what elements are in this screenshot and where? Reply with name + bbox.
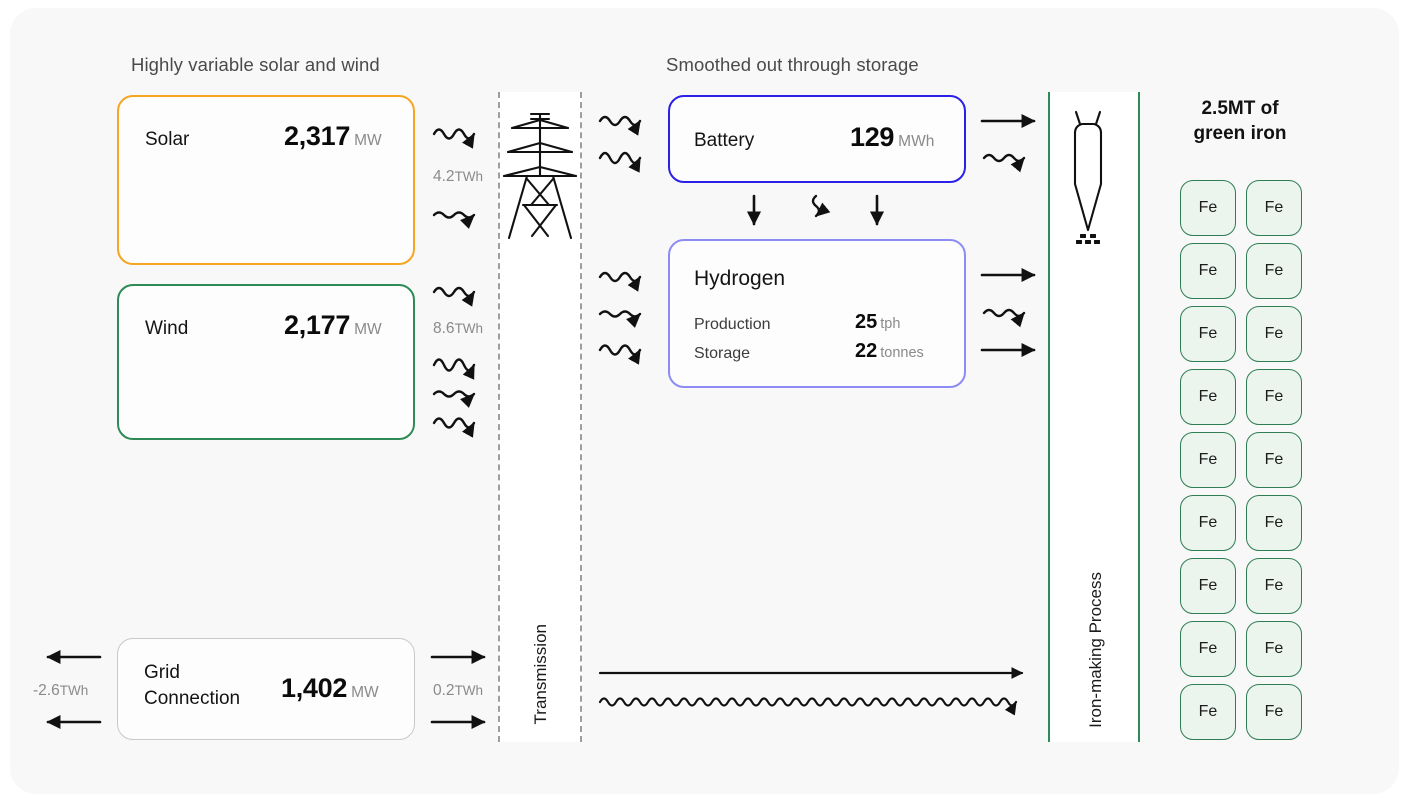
iron-chip: Fe (1180, 180, 1236, 236)
grid-export-value: -2.6 (33, 682, 60, 699)
grid-import-unit: TWh (454, 683, 484, 698)
transmission-column-label: Transmission (531, 623, 550, 724)
heading-smoothed-storage: Smoothed out through storage (666, 54, 919, 75)
iron-chip: Fe (1180, 558, 1236, 614)
solar-label: Solar (145, 129, 190, 150)
iron-chip: Fe (1246, 369, 1302, 425)
hydrogen-production-unit: tph (880, 316, 901, 332)
wind-unit: MW (354, 321, 382, 338)
iron-chip: Fe (1180, 495, 1236, 551)
iron-chip: Fe (1246, 684, 1302, 740)
wind-label: Wind (145, 318, 189, 339)
grid-import-value: 0.2 (433, 682, 455, 699)
solar-flow-label: 4.2TWh (433, 168, 483, 186)
wind-flow-value: 8.6 (433, 320, 455, 337)
hydrogen-storage-value: 22 (855, 340, 878, 362)
battery-label: Battery (694, 130, 755, 151)
solar-flow-value: 4.2 (433, 168, 455, 185)
iron-chip: Fe (1246, 495, 1302, 551)
hydrogen-storage-label: Storage (694, 345, 751, 362)
grid-export-label: -2.6TWh (33, 682, 88, 700)
iron-chip: Fe (1180, 684, 1236, 740)
hydrogen-storage-unit: tonnes (880, 345, 924, 361)
iron-chip: Fe (1180, 306, 1236, 362)
iron-chip: Fe (1180, 243, 1236, 299)
iron-chip: Fe (1246, 180, 1302, 236)
solar-flow-unit: TWh (454, 169, 484, 184)
hydrogen-label: Hydrogen (694, 267, 786, 290)
iron-chip: Fe (1246, 243, 1302, 299)
grid-unit: MW (351, 684, 379, 701)
iron-output-title: 2.5MT of green iron (1193, 98, 1287, 145)
hydrogen-production-value: 25 (855, 311, 878, 333)
solar-unit: MW (354, 132, 382, 149)
ironmaking-column: Iron-making Process (1048, 92, 1140, 742)
iron-chip: Fe (1180, 621, 1236, 677)
grid-export-unit: TWh (59, 683, 89, 698)
wind-value: 2,177 (284, 310, 351, 340)
wind-flow-label: 8.6TWh (433, 320, 483, 338)
solar-value: 2,317 (284, 121, 351, 151)
battery-unit: MWh (898, 133, 935, 150)
hydrogen-production-label: Production (694, 316, 771, 333)
heading-variable-generation: Highly variable solar and wind (131, 54, 380, 75)
grid-value: 1,402 (281, 673, 348, 703)
iron-chip: Fe (1246, 432, 1302, 488)
iron-chip: Fe (1180, 432, 1236, 488)
battery-value: 129 (850, 122, 895, 152)
transmission-column: Transmission (498, 92, 582, 742)
grid-import-label: 0.2TWh (433, 682, 483, 700)
iron-chip: Fe (1246, 621, 1302, 677)
iron-chip: Fe (1246, 558, 1302, 614)
grid-connection-label: Grid Connection (144, 662, 241, 709)
ironmaking-column-label: Iron-making Process (1086, 572, 1105, 728)
iron-chip: Fe (1246, 306, 1302, 362)
iron-chip: Fe (1180, 369, 1236, 425)
wind-flow-unit: TWh (454, 321, 484, 336)
